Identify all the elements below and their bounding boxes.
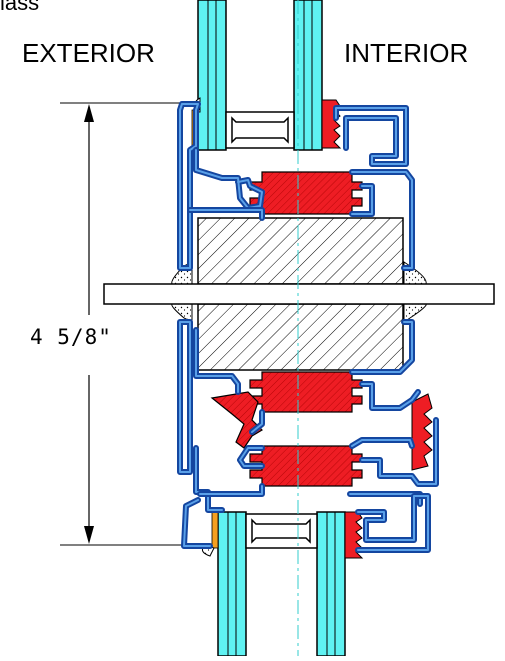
mullion-bar bbox=[103, 283, 495, 305]
arrow-up-icon bbox=[84, 104, 94, 122]
thermal-break-2 bbox=[249, 371, 363, 413]
arrow-down-icon bbox=[84, 526, 94, 544]
dimension-label: 4 5/8" bbox=[30, 325, 112, 349]
top-label: lass bbox=[0, 0, 40, 15]
top-spacer bbox=[225, 111, 295, 149]
weather-seal-left bbox=[210, 391, 263, 449]
thermal-break-3 bbox=[249, 445, 363, 487]
weather-seal-right bbox=[411, 393, 433, 471]
glass-bottom bbox=[217, 511, 346, 657]
interior-label: INTERIOR bbox=[344, 38, 469, 68]
structural-block-bottom bbox=[197, 303, 404, 371]
thermal-break-1 bbox=[249, 171, 363, 215]
glass-top bbox=[197, 0, 323, 151]
glazing-gasket-bottom bbox=[344, 511, 364, 559]
exterior-label: EXTERIOR bbox=[22, 38, 155, 68]
structural-block-top bbox=[197, 217, 404, 285]
glazing-tape-bottom bbox=[211, 511, 219, 549]
bottom-spacer bbox=[245, 513, 318, 549]
frame-extrusions bbox=[177, 101, 439, 553]
